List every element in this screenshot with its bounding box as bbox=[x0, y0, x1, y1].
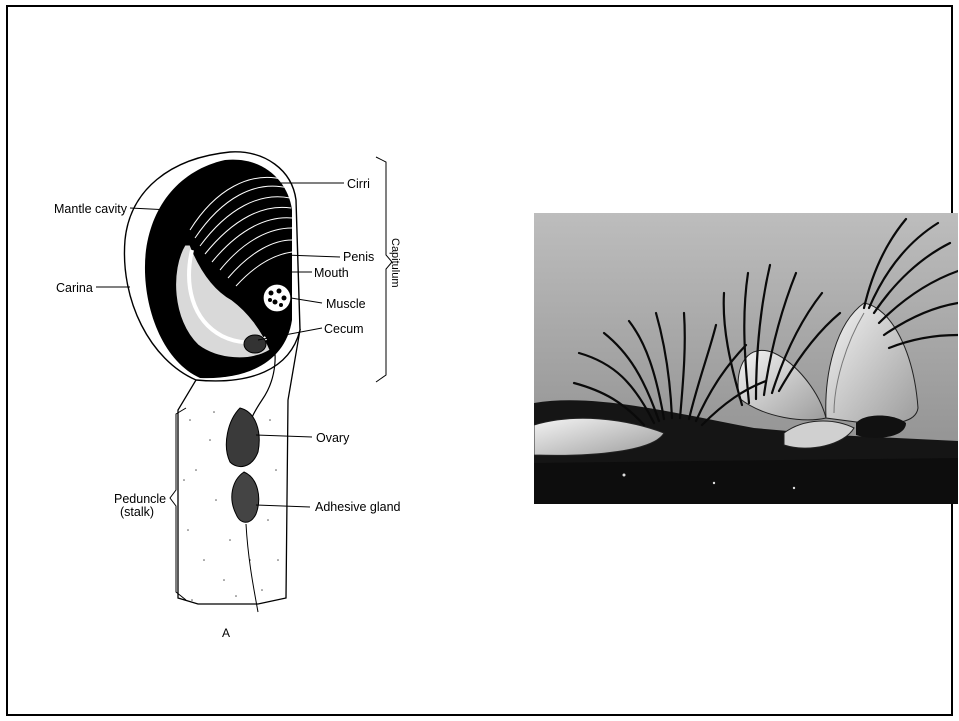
figure-letter: A bbox=[222, 626, 230, 640]
label-mantle-cavity: Mantle cavity bbox=[54, 202, 127, 216]
label-cirri: Cirri bbox=[347, 177, 370, 191]
label-mouth: Mouth bbox=[314, 266, 349, 280]
label-carina: Carina bbox=[56, 281, 93, 295]
cecum-shape bbox=[244, 335, 266, 353]
label-stalk: (stalk) bbox=[120, 505, 154, 519]
label-ovary: Ovary bbox=[316, 431, 349, 445]
label-muscle: Muscle bbox=[326, 297, 366, 311]
label-peduncle: Peduncle bbox=[114, 492, 166, 506]
muscle-shape bbox=[263, 284, 291, 312]
photo-drawing bbox=[534, 213, 958, 504]
label-penis: Penis bbox=[343, 250, 374, 264]
label-adhesive-gland: Adhesive gland bbox=[315, 500, 400, 514]
barnacle-photo bbox=[534, 213, 958, 504]
label-capitulum: Capitulum bbox=[388, 238, 402, 288]
label-cecum: Cecum bbox=[324, 322, 364, 336]
